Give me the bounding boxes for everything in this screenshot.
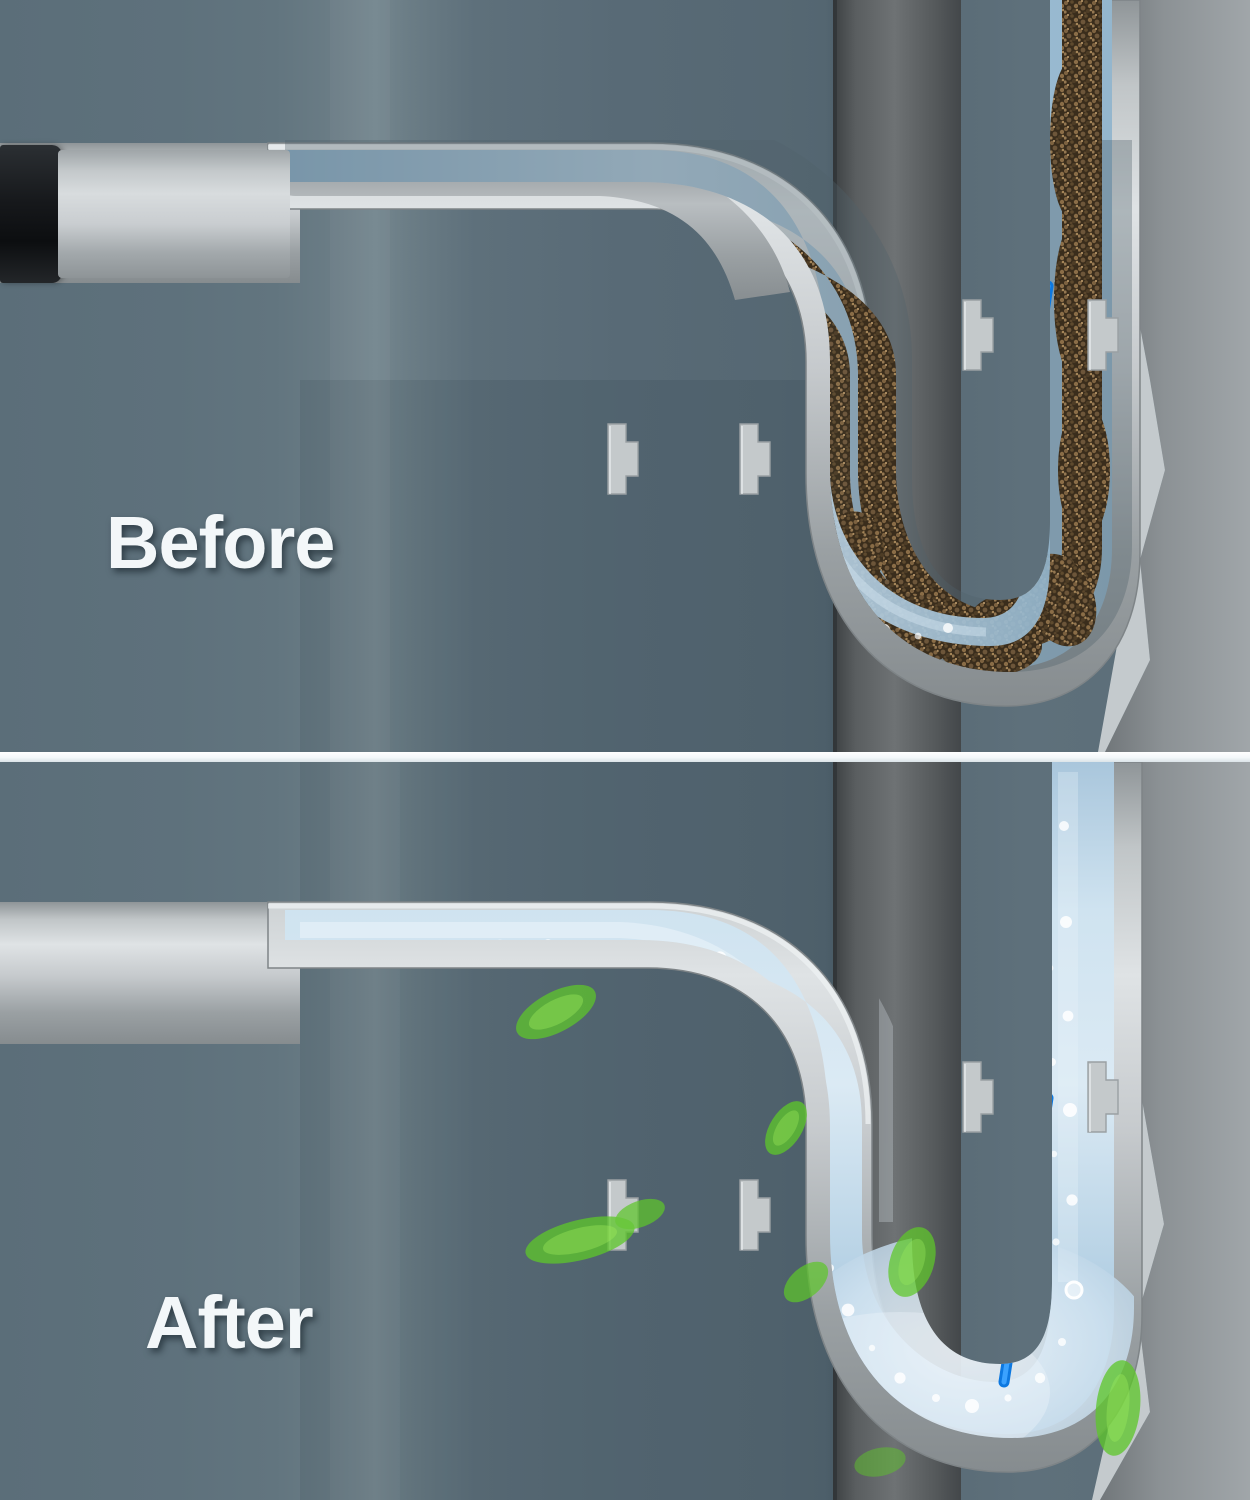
wall-flange-before bbox=[0, 145, 62, 283]
clean-water-fill bbox=[285, 762, 1114, 1434]
before-label: Before bbox=[106, 501, 335, 584]
blue-stripe-after bbox=[998, 1092, 1054, 1388]
before-panel: Before bbox=[0, 0, 1250, 752]
before-illustration bbox=[0, 0, 1250, 752]
wall-horizontal-pipe-before bbox=[58, 150, 290, 278]
blue-stripe-before bbox=[996, 280, 1054, 592]
leaves-after bbox=[516, 984, 1141, 1477]
panel-divider bbox=[0, 752, 1250, 762]
right-wall-flare bbox=[1105, 0, 1250, 752]
after-label: After bbox=[145, 1281, 314, 1364]
pipe-collars-before bbox=[607, 299, 1119, 495]
air-segment-before bbox=[283, 152, 790, 300]
after-illustration bbox=[0, 762, 1250, 1500]
background-shade-after bbox=[300, 762, 840, 1500]
after-panel: After bbox=[0, 762, 1250, 1500]
wall-pipe-shell-after bbox=[0, 902, 300, 1044]
grime-outer-before bbox=[648, 0, 1102, 650]
